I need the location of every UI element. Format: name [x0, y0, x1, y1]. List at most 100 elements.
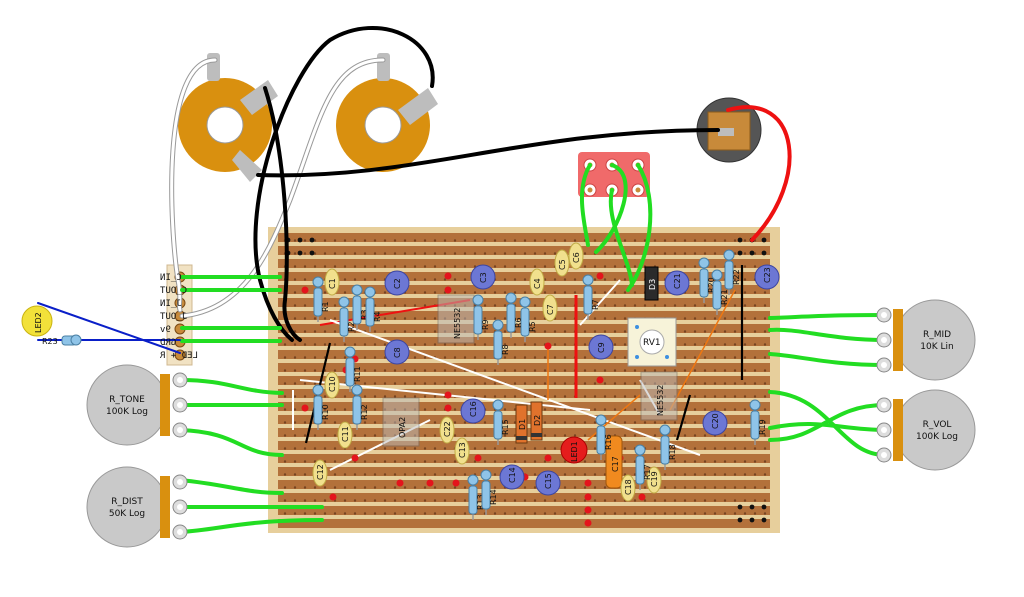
mount-hole: [761, 517, 767, 523]
svg-text:C17: C17: [611, 456, 620, 472]
resistor-r16: R16: [595, 414, 613, 460]
resistor-r5: R5: [519, 296, 537, 342]
mount-hole: [737, 237, 743, 243]
svg-text:NE5532: NE5532: [453, 308, 462, 339]
trimmer-rv1: RV1: [627, 317, 677, 367]
cap-label: C18: [624, 479, 633, 495]
electrolytic-cap-c2: C2: [384, 270, 410, 296]
resistor-label: R14: [489, 489, 498, 505]
cap-label: C8: [393, 347, 402, 358]
cap-label: C4: [533, 278, 542, 289]
resistor-r10: R10: [312, 384, 330, 430]
svg-text:D2: D2: [533, 415, 542, 426]
track-cut: [638, 493, 646, 501]
resistor-label: R20: [707, 277, 716, 293]
ceramic-cap-c10: C10: [324, 371, 340, 399]
footswitch-3pdt: [578, 152, 650, 197]
svg-text:10K Lin: 10K Lin: [920, 342, 953, 352]
cap-label: C19: [650, 471, 659, 487]
ceramic-cap-c19: C19: [646, 466, 662, 494]
header-pin-label: C_OUT: [159, 286, 187, 296]
ceramic-cap-c13: C13: [454, 437, 470, 465]
track-cut: [301, 286, 309, 294]
resistor-r21: R21: [711, 269, 729, 315]
cap-label: C3: [479, 272, 488, 283]
footswitch-lug-center: [587, 187, 593, 193]
resistor-r18: R18: [659, 424, 677, 470]
track-cut: [444, 391, 452, 399]
ic-chips: NE5532 OPA2 NE5532: [382, 294, 678, 447]
ceramic-cap-c18: C18: [620, 474, 636, 502]
resistor-r1: R1: [312, 276, 330, 322]
cap-label: C11: [341, 426, 350, 442]
mount-hole: [761, 504, 767, 510]
ic-opa2: OPA2: [382, 397, 420, 447]
resistor-label: R11: [353, 366, 362, 382]
svg-text:RV1: RV1: [643, 338, 661, 348]
header-pin-label: C_IN: [160, 273, 182, 283]
cap-label: C12: [316, 464, 325, 480]
resistor-label: R7: [591, 299, 600, 310]
resistor-label: R5: [528, 321, 537, 332]
resistor-label: R17: [643, 464, 652, 480]
resistor-r13: R13: [467, 474, 485, 520]
track-cut: [584, 519, 592, 527]
cap-label: C14: [508, 467, 517, 483]
header-pin-label: 9v: [160, 325, 171, 335]
svg-text:R_MID: R_MID: [923, 330, 951, 340]
electrolytic-cap-c14: C14: [499, 464, 525, 490]
electrolytic-cap-c16: C16: [460, 398, 486, 424]
track-cut: [444, 404, 452, 412]
svg-text:D3: D3: [648, 279, 657, 290]
resistor-r3: R3: [351, 284, 369, 330]
resistor-r11: R11: [344, 346, 362, 392]
led1: LED1: [560, 436, 588, 464]
mount-hole: [749, 504, 755, 510]
resistor-label: R4: [373, 311, 382, 322]
ic-ne5532-2: NE5532: [640, 371, 678, 421]
electrolytic-cap-c9: C9: [588, 334, 614, 360]
track-cut: [351, 454, 359, 462]
electrolytic-cap-c21: C21: [664, 270, 690, 296]
header-pin-label: LED + R: [159, 351, 198, 361]
cap-label: C23: [763, 267, 772, 283]
svg-text:50K Log: 50K Log: [109, 509, 145, 519]
svg-text:100K Log: 100K Log: [106, 407, 148, 417]
resistor-r2: R2: [338, 296, 356, 342]
svg-text:NE5532: NE5532: [656, 385, 665, 416]
diode-d2: D2: [530, 401, 543, 441]
track-cut: [584, 493, 592, 501]
track-cut: [596, 272, 604, 280]
ceramic-cap-c12: C12: [312, 459, 328, 487]
resistor-label: R10: [321, 404, 330, 420]
track-cut: [396, 479, 404, 487]
mount-hole: [761, 237, 767, 243]
resistor-label: R19: [758, 419, 767, 435]
resistor-label: R16: [604, 434, 613, 450]
electrolytic-cap-c3: C3: [470, 264, 496, 290]
resistor-label: R18: [668, 444, 677, 460]
jumper-white-top: [579, 279, 621, 326]
track-cut: [596, 376, 604, 384]
mount-hole: [737, 250, 743, 256]
pot-r-tone: R_TONE 100K Log: [86, 364, 188, 446]
ceramic-cap-c5: C5: [554, 249, 570, 277]
svg-text:LED2: LED2: [34, 312, 43, 333]
resistor-label: R8: [501, 344, 510, 355]
resistor-r12: R12: [351, 384, 369, 430]
track-cut: [584, 506, 592, 514]
pot-r-mid: R_MID 10K Lin: [876, 299, 976, 381]
cap-label: C5: [558, 259, 567, 270]
electrolytic-cap-c23: C23: [754, 264, 780, 290]
resistor-label: R3: [360, 309, 369, 320]
cap-label: C7: [546, 304, 555, 315]
resistor-r4: R4: [364, 286, 382, 332]
mount-hole: [737, 504, 743, 510]
track-cut: [544, 454, 552, 462]
ceramic-cap-c11: C11: [337, 421, 353, 449]
led2-external: LED2: [21, 305, 53, 337]
cap-label: C15: [544, 473, 553, 489]
